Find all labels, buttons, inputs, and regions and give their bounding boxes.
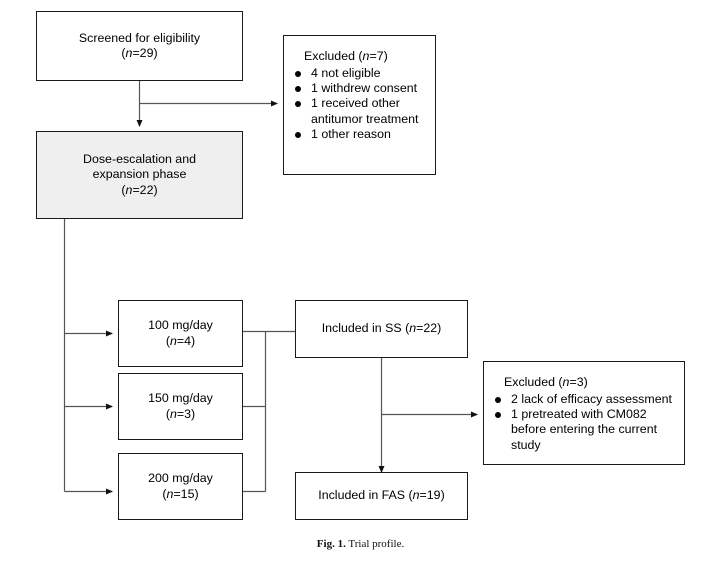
reason-text: 4 not eligible	[311, 65, 381, 80]
node-dose-200-label: 200 mg/day	[148, 471, 213, 485]
list-item: 1 received other antitumor treatment	[294, 96, 418, 127]
node-screened-for-eligibility: Screened for eligibility (n=29)	[36, 11, 243, 81]
node-included-ss: Included in SS (n=22)	[295, 300, 468, 358]
bullet-icon	[495, 396, 501, 403]
node-phase-line1: Dose-escalation and	[83, 151, 196, 166]
node-screened-count: (n=29)	[121, 46, 158, 60]
node-excluded-screening-title: Excluded (n=7)	[304, 49, 388, 63]
reason-text: 1 other reason	[311, 127, 391, 142]
bullet-icon	[295, 85, 301, 92]
node-dose-100-count: (n=4)	[165, 333, 196, 348]
list-item: 1 pretreated with CM082 before entering …	[494, 407, 672, 453]
reason-text: 2 lack of efficacy assessment	[511, 391, 672, 406]
node-included-fas-label: Included in FAS (n=19)	[318, 488, 445, 503]
reason-text-continued: before entering the current	[511, 422, 658, 437]
bullet-icon	[495, 411, 501, 418]
node-phase-line2: expansion phase	[92, 167, 187, 182]
node-excluded-screening: Excluded (n=7) 4 not eligible 1 withdrew…	[283, 35, 436, 175]
node-excluded-fas-title: Excluded (n=3)	[504, 375, 588, 389]
excluded-fas-reason-list: 2 lack of efficacy assessment 1 pretreat…	[494, 392, 672, 454]
figure-caption-label: Fig. 1.	[316, 538, 346, 550]
node-excluded-fas: Excluded (n=3) 2 lack of efficacy assess…	[483, 361, 685, 465]
reason-text-continued: antitumor treatment	[311, 111, 419, 126]
node-dose-150-label: 150 mg/day	[148, 391, 213, 405]
reason-text: 1 withdrew consent	[311, 80, 418, 95]
node-dose-200-count: (n=15)	[162, 486, 199, 501]
reason-text: 1 pretreated with CM082	[511, 406, 647, 421]
node-dose-escalation-expansion-phase: Dose-escalation and expansion phase (n=2…	[36, 131, 243, 219]
list-item: 1 withdrew consent	[294, 81, 418, 96]
node-included-fas: Included in FAS (n=19)	[295, 472, 468, 520]
node-dose-100-label: 100 mg/day	[148, 318, 213, 332]
list-item: 2 lack of efficacy assessment	[494, 392, 672, 407]
bullet-icon	[295, 70, 301, 77]
bullet-icon	[295, 132, 301, 139]
node-included-ss-label: Included in SS (n=22)	[321, 321, 442, 336]
figure-caption-text: Trial profile.	[348, 538, 405, 550]
bullet-icon	[295, 101, 301, 108]
reason-text-continued-2: study	[511, 437, 541, 452]
node-phase-count: (n=22)	[121, 182, 158, 197]
list-item: 1 other reason	[294, 127, 418, 142]
reason-text: 1 received other	[311, 96, 400, 111]
node-dose-150-count: (n=3)	[165, 406, 196, 421]
node-dose-150: 150 mg/day (n=3)	[118, 373, 243, 440]
node-dose-100: 100 mg/day (n=4)	[118, 300, 243, 367]
node-dose-200: 200 mg/day (n=15)	[118, 453, 243, 520]
list-item: 4 not eligible	[294, 66, 418, 81]
node-screened-line1: Screened for eligibility	[78, 30, 201, 45]
figure-caption: Fig. 1. Trial profile.	[0, 538, 721, 550]
excluded-screening-reason-list: 4 not eligible 1 withdrew consent 1 rece…	[294, 66, 418, 143]
